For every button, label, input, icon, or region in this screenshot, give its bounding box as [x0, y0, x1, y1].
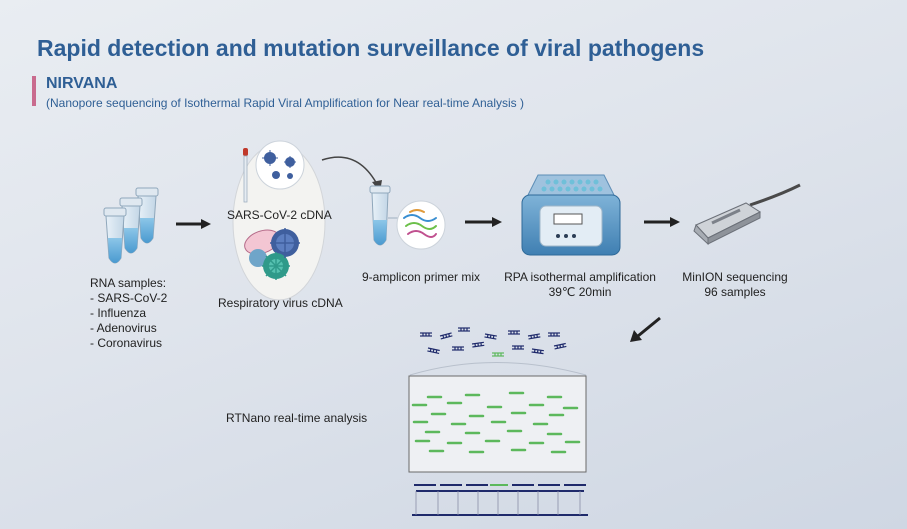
curved-arrow-icon: [321, 156, 379, 187]
rpa-label: RPA isothermal amplification: [504, 270, 656, 284]
list-item: - SARS-CoV-2: [90, 291, 168, 305]
respiratory-cdna-label: Respiratory virus cDNA: [218, 296, 343, 310]
arrow-icon: [176, 219, 211, 229]
page-title: Rapid detection and mutation surveillanc…: [37, 35, 705, 61]
rna-tubes-icon: [103, 187, 159, 264]
analysis-label: RTNano real-time analysis: [226, 411, 368, 425]
genome-alignment-icon: [412, 484, 588, 516]
rna-samples-list: RNA samples: - SARS-CoV-2 - Influenza - …: [90, 276, 167, 351]
minion-samples: 96 samples: [704, 285, 766, 299]
method-name: NIRVANA: [46, 75, 118, 92]
rna-samples-heading: RNA samples:: [90, 276, 167, 290]
cdna-ellipse: [232, 140, 326, 301]
minion-label: MinION sequencing: [682, 270, 788, 284]
diagonal-arrow-icon: [630, 316, 661, 342]
sars-cdna-label: SARS-CoV-2 cDNA: [227, 208, 332, 222]
list-item: - Influenza: [90, 306, 147, 320]
analysis-panel: [408, 375, 587, 473]
list-item: - Coronavirus: [90, 336, 163, 350]
arrow-icon: [465, 217, 502, 227]
list-item: - Adenovirus: [90, 321, 157, 335]
primer-mix-icon: [369, 185, 446, 250]
rpa-conditions: 39℃ 20min: [548, 285, 612, 299]
method-expansion: (Nanopore sequencing of Isothermal Rapid…: [46, 96, 525, 110]
sequencing-reads-icon: [420, 327, 567, 357]
rpa-machine-icon: [521, 174, 621, 256]
minion-device-icon: [693, 183, 801, 246]
primer-mix-label: 9-amplicon primer mix: [362, 270, 481, 284]
arrow-icon: [644, 217, 680, 227]
title-accent-bar: [32, 76, 36, 106]
